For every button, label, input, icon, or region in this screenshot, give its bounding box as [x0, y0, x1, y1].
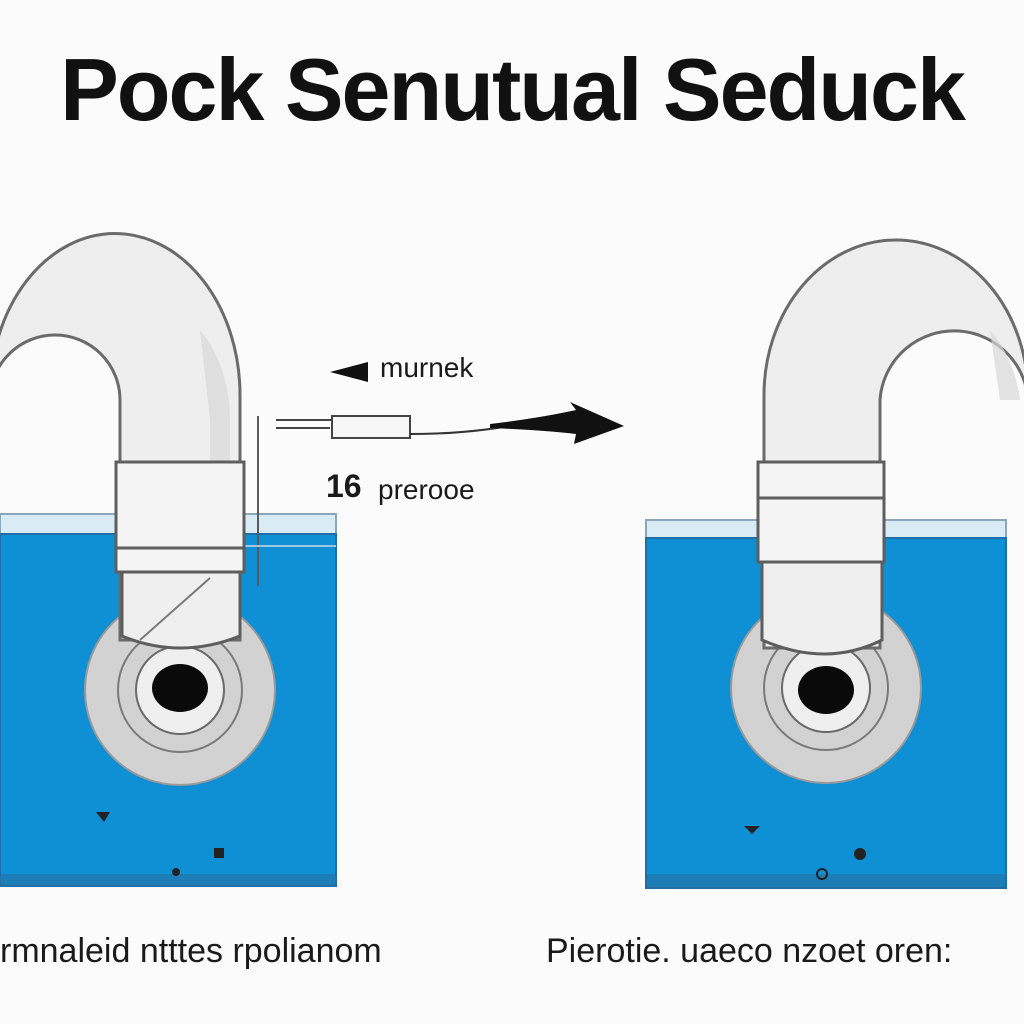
right-pipe-shade: [990, 330, 1020, 400]
left-pipe: [0, 232, 246, 650]
right-tank-base: [646, 874, 1006, 888]
left-mark-3: [172, 868, 180, 876]
left-pipe-diag: [139, 577, 211, 641]
left-pipe-shade: [200, 330, 231, 470]
label-number: 16: [326, 468, 362, 504]
probe-body: [331, 415, 411, 439]
left-tank-base: [0, 874, 336, 886]
left-pipe-lower: [120, 570, 242, 650]
label-lower-arrow: prerooe: [378, 474, 475, 505]
right-pipe-collar: [756, 460, 886, 564]
left-pipe-collar: [114, 460, 246, 574]
left-mark-1: [96, 812, 110, 822]
left-drain-hole: [152, 664, 208, 712]
right-mark-2: [854, 848, 866, 860]
center-annotation: [276, 362, 624, 444]
right-mark-1: [744, 826, 760, 834]
label-upper-arrow: murnek: [380, 352, 474, 383]
diagram-title: Pock Senutual Seduck: [60, 40, 966, 139]
right-drain-hole: [798, 666, 854, 714]
caption-right: Pierotie. uaeco nzoet oren:: [546, 932, 953, 970]
right-pipe-lower: [760, 560, 884, 656]
caption-left: rmnaleid ntttes rpolianom: [0, 932, 382, 970]
left-arrow-icon: [330, 362, 368, 382]
left-drain: [84, 594, 276, 786]
right-mark-3: [816, 868, 828, 880]
left-mark-2: [214, 848, 224, 858]
right-arrow-icon: [490, 402, 624, 444]
right-pipe: [756, 238, 1024, 656]
